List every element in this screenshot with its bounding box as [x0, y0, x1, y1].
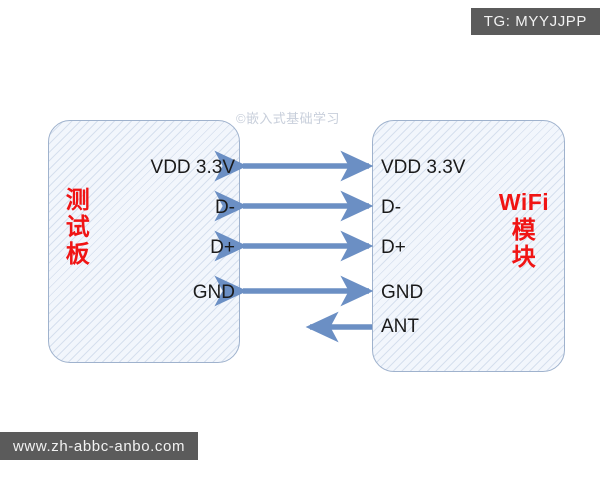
website-watermark-badge: www.zh-abbc-anbo.com	[0, 432, 199, 460]
wifi-module-pin-1: D-	[381, 197, 402, 218]
telegram-watermark-badge: TG: MYYJJPP	[470, 8, 600, 35]
wifi-module-pin-2: D+	[381, 237, 406, 258]
wifi-module-title-cjk: 模 块	[511, 217, 537, 271]
center-watermark: ©嵌入式基础学习	[236, 111, 340, 126]
test-board-pin-0: VDD 3.3V	[150, 157, 235, 178]
test-board-pin-3: GND	[192, 282, 235, 303]
test-board-pin-1: D-	[214, 197, 235, 218]
wifi-module-title-latin: WiFi	[498, 189, 550, 215]
wifi-module-pin-4: ANT	[381, 316, 419, 337]
test-board-title: 测 试 板	[65, 187, 91, 268]
test-board-box	[48, 120, 240, 363]
wifi-module-box	[372, 120, 565, 372]
test-board-pin-2: D+	[210, 237, 235, 258]
wifi-module-pin-3: GND	[381, 282, 424, 303]
wifi-module-pin-0: VDD 3.3V	[381, 157, 466, 178]
